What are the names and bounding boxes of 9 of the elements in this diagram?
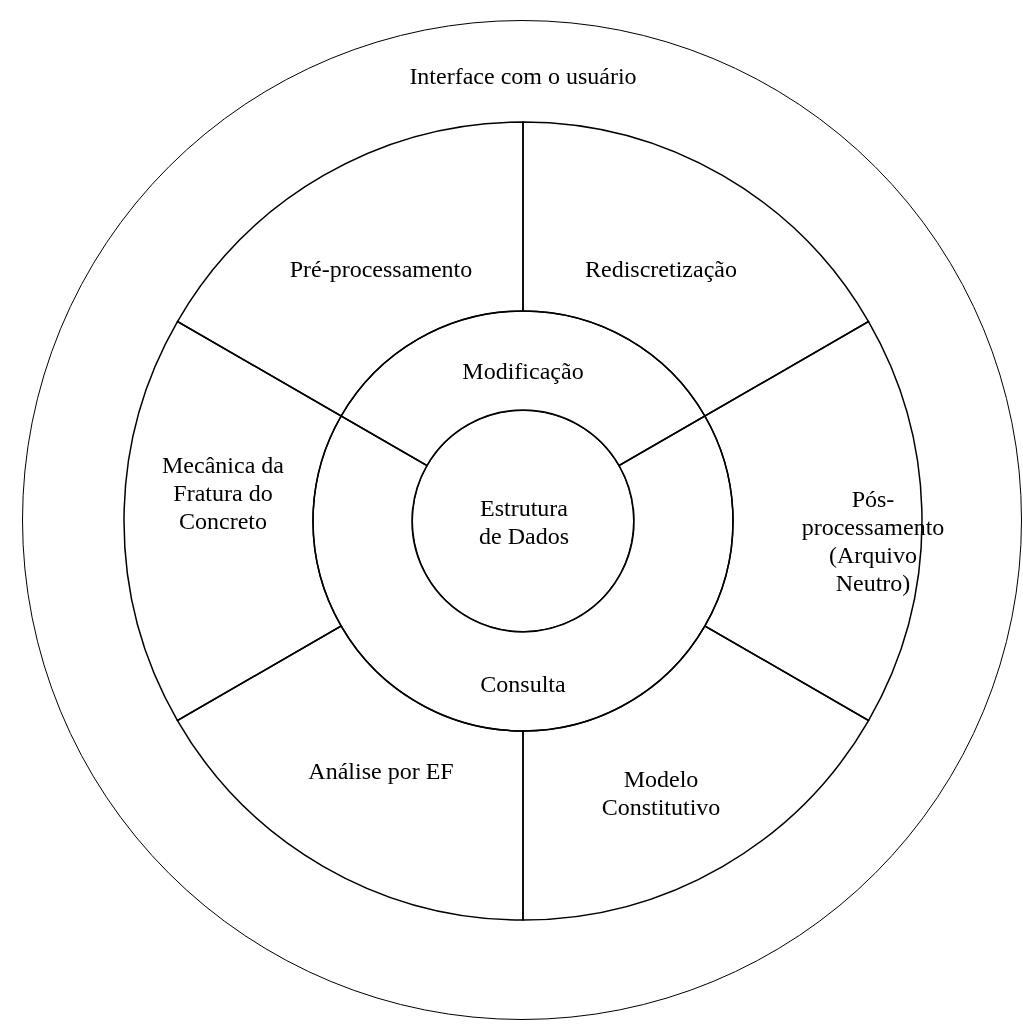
sector-label: Rediscretização xyxy=(584,255,738,283)
sector-label: Consulta xyxy=(479,670,567,698)
sector-label: Pré-processamento xyxy=(288,255,474,283)
sector-label: Mecânica da Fratura do Concreto xyxy=(161,451,285,535)
sector-label: Modelo Constitutivo xyxy=(600,765,722,821)
sector-label: Análise por EF xyxy=(307,757,455,785)
circle-label: Estrutura de Dados xyxy=(478,494,570,550)
circle-label: Interface com o usuário xyxy=(408,62,638,90)
sector-label: Modificação xyxy=(461,357,585,385)
